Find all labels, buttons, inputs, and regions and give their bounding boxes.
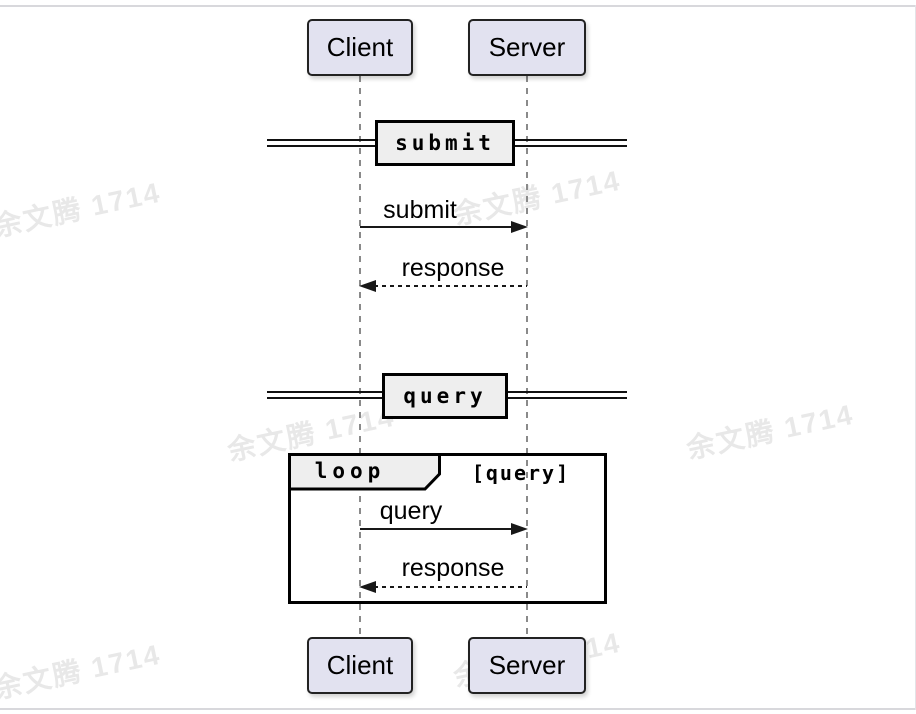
- lifeline-server: [526, 76, 528, 638]
- arrowhead-right-icon: [511, 221, 528, 233]
- lifeline-client: [359, 76, 361, 638]
- loop-fragment-header: [288, 453, 441, 491]
- loop-fragment-frame: [288, 453, 607, 604]
- participant-label: Server: [488, 32, 566, 62]
- watermark-text: 余文腾 1714: [683, 398, 857, 465]
- loop-keyword-label: loop: [314, 459, 386, 483]
- participant-client-top: Client: [307, 19, 413, 76]
- participant-server-bottom: Server: [468, 637, 586, 694]
- arrowhead-right-icon: [511, 523, 528, 535]
- participant-server-top: Server: [468, 19, 586, 76]
- message-line-response: [374, 285, 527, 287]
- watermark-text: 余文腾 1714: [0, 176, 164, 243]
- loop-condition-label: [query]: [471, 461, 571, 485]
- participant-label: Server: [488, 650, 566, 680]
- message-line-submit: [360, 226, 515, 228]
- message-label-submit: submit: [383, 196, 457, 224]
- divider-query: query: [382, 373, 508, 419]
- message-label-query: query: [379, 497, 443, 525]
- arrowhead-left-icon: [359, 280, 376, 292]
- participant-label: Client: [326, 32, 394, 62]
- watermark-text: 余文腾 1714: [0, 638, 164, 705]
- bottom-frame-line: [0, 708, 916, 710]
- top-frame-line: [0, 5, 916, 7]
- arrowhead-left-icon: [359, 581, 376, 593]
- participant-client-bottom: Client: [307, 637, 413, 694]
- divider-submit: submit: [375, 120, 515, 166]
- message-line-response: [374, 586, 527, 588]
- message-line-query: [360, 528, 515, 530]
- message-label-response: response: [401, 254, 505, 282]
- watermark-text: 余文腾 1714: [450, 164, 624, 231]
- participant-label: Client: [326, 650, 394, 680]
- message-label-response: response: [401, 554, 505, 582]
- divider-submit-label: submit: [395, 131, 495, 155]
- divider-query-label: query: [403, 384, 487, 408]
